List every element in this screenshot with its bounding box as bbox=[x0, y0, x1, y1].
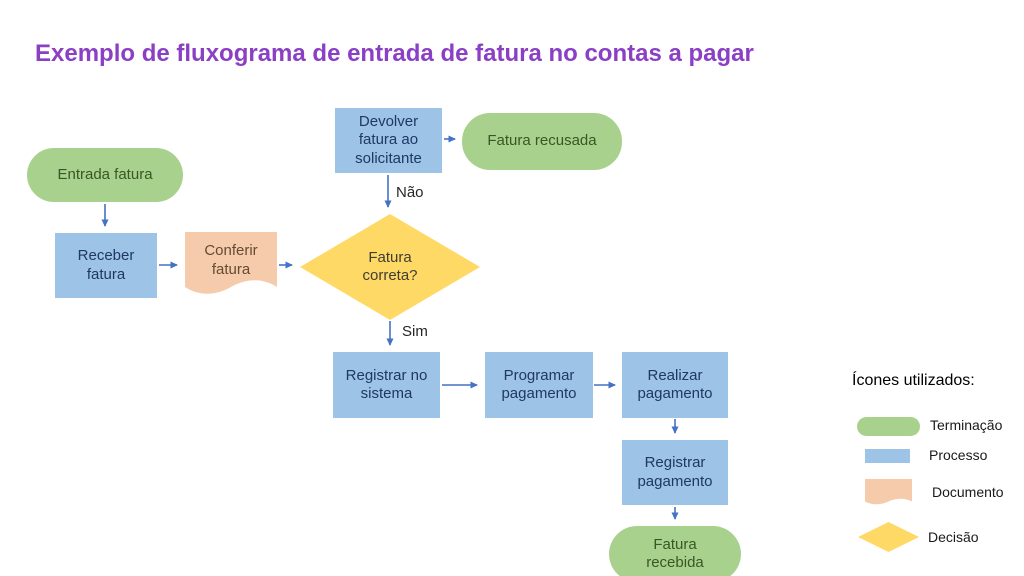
legend-label-processo: Processo bbox=[929, 447, 988, 463]
node-realizar-pagamento: Realizar pagamento bbox=[622, 352, 728, 418]
node-label: Registrar no sistema bbox=[345, 366, 428, 402]
node-label: Devolver fatura ao solicitante bbox=[355, 113, 422, 167]
node-label: Realizar pagamento bbox=[637, 366, 713, 402]
node-label: Receber fatura bbox=[77, 247, 135, 283]
node-label: Registrar pagamento bbox=[637, 454, 713, 490]
node-label: Fatura recebida bbox=[646, 535, 704, 571]
terminator-pill-icon bbox=[857, 417, 920, 436]
legend-title: Ícones utilizados: bbox=[852, 372, 975, 389]
node-fatura-recusada: Fatura recusada bbox=[462, 113, 622, 170]
page-title: Exemplo de fluxograma de entrada de fatu… bbox=[35, 40, 754, 67]
node-fatura-correta: Fatura correta? bbox=[300, 214, 480, 320]
node-label: Fatura correta? bbox=[362, 248, 418, 284]
legend-label-documento: Documento bbox=[932, 484, 1004, 500]
decision-diamond-icon bbox=[858, 522, 919, 552]
node-fatura-recebida: Fatura recebida bbox=[609, 526, 741, 576]
legend-label-terminacao: Terminação bbox=[930, 417, 1003, 433]
legend-label-decisao: Decisão bbox=[928, 529, 979, 545]
document-shape-icon bbox=[185, 232, 277, 294]
node-devolver-fatura: Devolver fatura ao solicitante bbox=[335, 108, 442, 173]
document-icon bbox=[865, 479, 912, 506]
node-label: Programar pagamento bbox=[501, 366, 577, 402]
process-rect-icon bbox=[865, 449, 910, 463]
node-label: Conferir fatura bbox=[204, 242, 258, 278]
node-programar-pagamento: Programar pagamento bbox=[485, 352, 593, 418]
node-receber-fatura: Receber fatura bbox=[55, 233, 157, 298]
node-conferir-fatura: Conferir fatura bbox=[185, 232, 277, 298]
edge-label-sim: Sim bbox=[402, 323, 428, 340]
node-label: Fatura recusada bbox=[487, 132, 597, 150]
node-label: Entrada fatura bbox=[57, 165, 153, 183]
node-registrar-pagamento: Registrar pagamento bbox=[622, 440, 728, 505]
node-entrada-fatura: Entrada fatura bbox=[27, 148, 183, 202]
edge-label-nao: Não bbox=[396, 184, 424, 201]
node-registrar-no-sistema: Registrar no sistema bbox=[333, 352, 440, 418]
